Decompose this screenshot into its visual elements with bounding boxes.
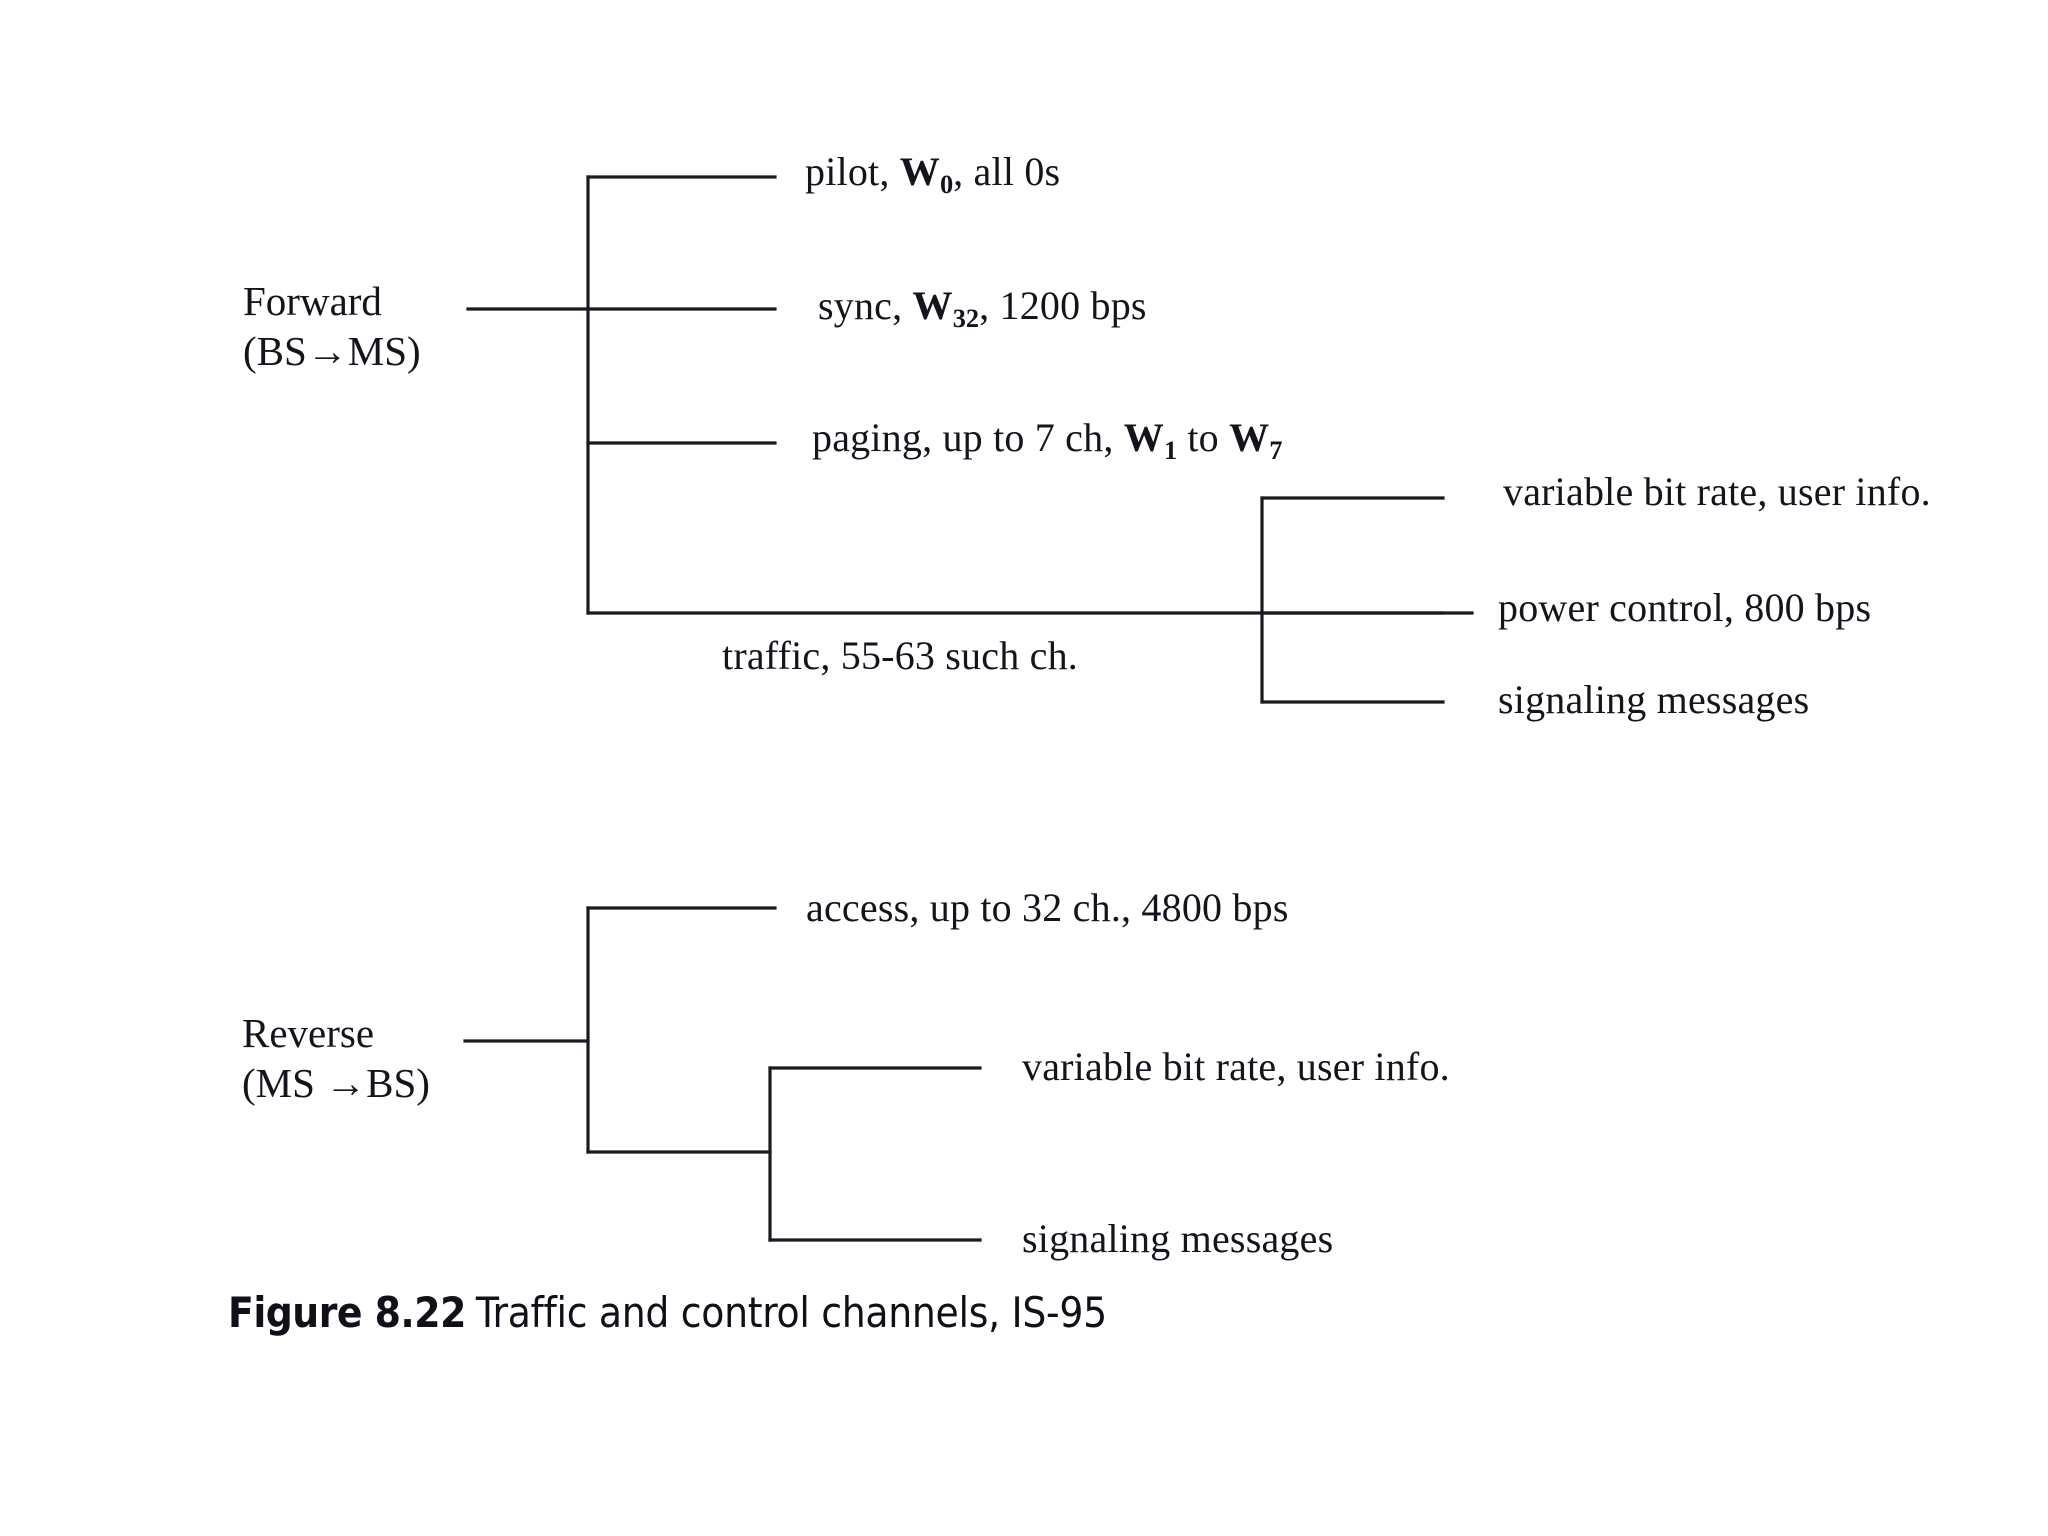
figure-number: Figure 8.22 xyxy=(228,1288,466,1337)
forward-paging-code-sub: 1 xyxy=(1163,434,1178,465)
reverse-branch-label-access: access, up to 32 ch., 4800 bps xyxy=(806,885,1289,930)
forward-side-label-line1: Forward xyxy=(243,278,382,324)
forward-paging-text-before: paging, up to 7 ch, xyxy=(812,415,1124,460)
forward-sub-label-signaling-messages: signaling messages xyxy=(1498,677,1810,722)
reverse-side-label-line1: Reverse xyxy=(242,1010,375,1056)
reverse-side-label: Reverse (MS →BS) xyxy=(242,1008,430,1108)
forward-branch-label-paging: paging, up to 7 ch, W1 to W7 xyxy=(812,414,1282,466)
forward-pilot-code: W xyxy=(899,149,940,194)
forward-sync-text-after: , 1200 bps xyxy=(979,283,1147,328)
forward-paging-text-mid: to xyxy=(1177,415,1230,460)
forward-paging-code2-sub: 7 xyxy=(1269,434,1283,465)
reverse-sub-label-signaling-messages: signaling messages xyxy=(1022,1216,1334,1261)
forward-sync-text-before: sync, xyxy=(818,283,913,328)
forward-side-label-line2: (BS→MS) xyxy=(243,328,421,375)
reverse-sub-label-variable-bit-rate: variable bit rate, user info. xyxy=(1022,1044,1450,1089)
forward-paging-code2: W xyxy=(1229,415,1270,460)
forward-pilot-text-after: , all 0s xyxy=(953,149,1061,194)
forward-sync-code-sub: 32 xyxy=(952,302,980,333)
forward-branch-label-sync: sync, W32, 1200 bps xyxy=(818,282,1147,334)
forward-sub-label-power-control: power control, 800 bps xyxy=(1498,585,1872,630)
forward-side-label: Forward (BS→MS) xyxy=(243,276,421,376)
figure-title: Traffic and control channels, IS-95 xyxy=(475,1288,1107,1337)
forward-branch-label-pilot: pilot, W0, all 0s xyxy=(805,148,1060,200)
reverse-side-label-line2: (MS →BS) xyxy=(242,1060,430,1107)
forward-sub-label-variable-bit-rate: variable bit rate, user info. xyxy=(1503,469,1931,514)
forward-pilot-code-sub: 0 xyxy=(939,168,954,199)
forward-branch-label-traffic: traffic, 55-63 such ch. xyxy=(722,633,1078,678)
forward-pilot-text-before: pilot, xyxy=(805,149,900,194)
forward-paging-code: W xyxy=(1123,415,1164,460)
forward-sync-code: W xyxy=(912,283,953,328)
